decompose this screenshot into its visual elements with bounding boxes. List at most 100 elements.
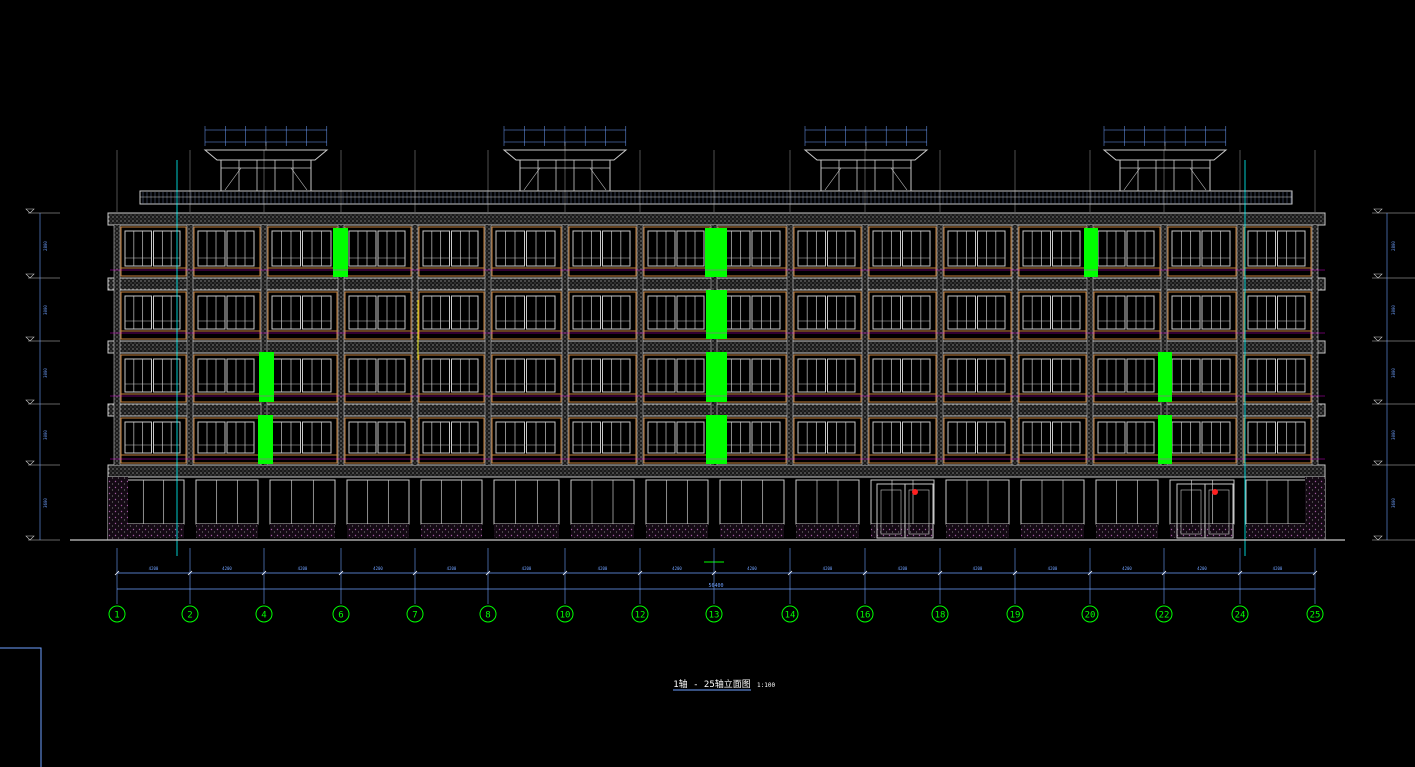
- window-frame: [943, 291, 1012, 340]
- shopfront: [870, 479, 935, 525]
- window: [495, 358, 525, 393]
- stone-base: [270, 524, 335, 538]
- brace: [1123, 167, 1141, 191]
- window: [226, 230, 255, 267]
- window: [1126, 358, 1155, 393]
- window: [124, 358, 152, 393]
- floor-dimension-right: 3000: [1391, 430, 1396, 440]
- dim-tick: [1237, 570, 1243, 576]
- window: [872, 230, 901, 267]
- window: [377, 358, 406, 393]
- window: [1247, 358, 1276, 393]
- window: [1097, 358, 1126, 393]
- stone-base: [571, 524, 634, 538]
- green-glass-panel: [1158, 415, 1172, 464]
- window: [1126, 295, 1155, 330]
- pilaster: [338, 225, 344, 465]
- window: [495, 230, 525, 267]
- dim-label-box: [253, 132, 277, 140]
- window-frame: [120, 226, 187, 277]
- window: [872, 295, 901, 330]
- floor-dimension-right: 3600: [1391, 498, 1396, 508]
- axis-bubble-12: [631, 605, 649, 623]
- window: [271, 295, 301, 330]
- window: [947, 358, 976, 393]
- window: [827, 358, 856, 393]
- window: [751, 230, 781, 267]
- window-frame: [418, 226, 485, 277]
- window-frame: [868, 354, 937, 403]
- dim-tick: [1161, 570, 1167, 576]
- window: [751, 421, 781, 454]
- shopfront: [645, 479, 709, 525]
- window: [197, 295, 226, 330]
- window-frame: [1243, 354, 1312, 403]
- stone-base: [646, 524, 708, 538]
- pilaster: [187, 225, 193, 465]
- window: [271, 230, 301, 267]
- axis-bubble-24: [1231, 605, 1249, 623]
- door-leaf: [880, 489, 902, 535]
- door-leaf: [1208, 489, 1230, 535]
- window: [947, 230, 976, 267]
- window: [1052, 230, 1081, 267]
- brace: [890, 167, 908, 191]
- window: [1201, 295, 1231, 330]
- window: [1277, 295, 1306, 330]
- pilaster: [485, 225, 491, 465]
- window: [1097, 230, 1126, 267]
- window: [124, 421, 152, 454]
- window: [676, 230, 705, 267]
- floor-dimension-left: 2800: [43, 241, 48, 251]
- pilaster: [1237, 225, 1243, 465]
- window: [422, 358, 450, 393]
- floor-slab-band-1: [107, 212, 1326, 226]
- drawing-title-block: 1轴 - 25轴立面图 1:100: [673, 678, 775, 691]
- dim-tick: [787, 570, 793, 576]
- dim-tick: [261, 570, 267, 576]
- window: [1277, 421, 1306, 454]
- pavilion-eave: [203, 149, 329, 161]
- window: [1052, 295, 1081, 330]
- brace: [824, 167, 842, 191]
- pilaster: [637, 225, 643, 465]
- dim-label-box: [1152, 132, 1176, 140]
- level-symbol: [25, 460, 35, 466]
- level-symbol: [1373, 336, 1383, 342]
- window: [797, 295, 826, 330]
- brace: [589, 167, 607, 191]
- window: [526, 421, 556, 454]
- pilaster: [114, 225, 120, 465]
- axis-bubble-8: [479, 605, 497, 623]
- window: [902, 230, 931, 267]
- dim-tick: [562, 570, 568, 576]
- green-glass-panel: [259, 352, 274, 402]
- window: [827, 421, 856, 454]
- stone-base: [1170, 524, 1234, 538]
- bay-dimension: 4200: [1122, 566, 1132, 571]
- level-symbol: [1373, 460, 1383, 466]
- window-frame: [120, 417, 187, 464]
- pilaster: [862, 225, 868, 465]
- pavilion-body: [820, 159, 912, 192]
- window-frame: [793, 226, 862, 277]
- window-frame: [568, 291, 637, 340]
- dim-tick: [338, 570, 344, 576]
- window: [1126, 230, 1155, 267]
- shopfront: [570, 479, 635, 525]
- window: [377, 230, 406, 267]
- axis-number: 2: [187, 611, 192, 621]
- level-symbol: [1373, 399, 1383, 405]
- axis-number: 6: [338, 611, 343, 621]
- door-leaf: [1180, 489, 1202, 535]
- pilaster: [261, 225, 267, 465]
- shopfront: [1169, 479, 1235, 525]
- green-glass-panel: [333, 228, 348, 277]
- green-glass-panel: [1084, 228, 1098, 277]
- shopfront: [195, 479, 259, 525]
- window: [1247, 230, 1276, 267]
- window-frame: [1243, 291, 1312, 340]
- window: [1171, 421, 1201, 454]
